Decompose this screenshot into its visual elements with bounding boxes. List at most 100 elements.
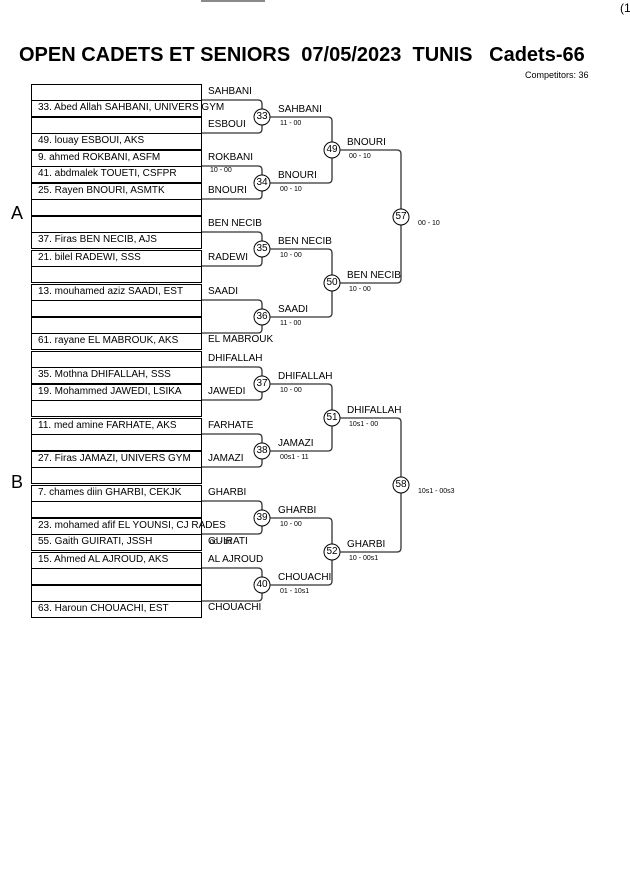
advance-label: ESBOUI	[208, 119, 246, 130]
match-34-winner: BNOURI	[278, 170, 317, 181]
advance-label: SAADI	[208, 286, 239, 297]
match-35-score: 10 - 00	[280, 252, 302, 259]
competitor-box: 7. chames diin GHARBI, CEKJK	[31, 485, 202, 518]
competitor-row[interactable]	[32, 85, 201, 101]
match-34-number: 34	[256, 177, 268, 188]
page-title: OPEN CADETS ET SENIORS 07/05/2023 TUNIS …	[19, 44, 585, 66]
match-51-score: 10s1 - 00	[349, 421, 379, 428]
match-58-score: 10s1 - 00s3	[418, 488, 455, 495]
competitor-row[interactable]: 11. med amine FARHATE, AKS	[32, 419, 201, 435]
match-34-score: 00 - 10	[280, 186, 302, 193]
match-49-number: 49	[326, 144, 338, 155]
competitor-row[interactable]: 49. louay ESBOUI, AKS	[32, 134, 201, 150]
match-36-winner: SAADI	[278, 304, 309, 315]
advance-label: RADEWI	[208, 252, 248, 263]
match-57-circle	[392, 208, 410, 226]
competitor-row[interactable]	[32, 352, 201, 368]
competitor-row[interactable]	[32, 200, 201, 216]
match-50-number: 50	[326, 277, 338, 288]
competitor-name: 37. Firas BEN NECIB, AJS	[38, 234, 157, 245]
match-36-number: 36	[256, 311, 268, 322]
match-33-score: 11 - 00	[280, 120, 302, 127]
competitor-row[interactable]: 35. Mothna DHIFALLAH, SSS	[32, 368, 201, 384]
match-33-winner: SAHBANI	[278, 104, 322, 115]
match-57-score: 00 - 10	[418, 220, 440, 227]
competitor-row[interactable]: 33. Abed Allah SAHBANI, UNIVERS GYM	[32, 101, 224, 117]
competitor-box: 15. Ahmed AL AJROUD, AKS	[31, 552, 202, 585]
competitor-name: 19. Mohammed JAWEDI, LSIKA	[38, 386, 182, 397]
advance-label: GHARBI	[208, 487, 247, 498]
competitor-row[interactable]: 55. Gaith GUIRATI, JSSH	[32, 535, 201, 551]
match-38-number: 38	[256, 445, 268, 456]
match-40-bracket	[202, 567, 263, 602]
competitor-row[interactable]	[32, 569, 201, 585]
competitor-row[interactable]	[32, 318, 201, 334]
competitor-row[interactable]	[32, 435, 201, 451]
advance-label: SAHBANI	[208, 86, 252, 97]
competitor-row[interactable]	[32, 468, 201, 484]
competitor-row[interactable]: 63. Haroun CHOUACHI, EST	[32, 602, 201, 618]
match-58-number: 58	[395, 479, 407, 490]
competitors-count: Competitors: 36	[525, 70, 589, 80]
competitor-name: 33. Abed Allah SAHBANI, UNIVERS GYM	[38, 102, 225, 113]
competitor-row[interactable]: 37. Firas BEN NECIB, AJS	[32, 233, 201, 249]
competitor-row[interactable]	[32, 401, 201, 417]
competitor-row[interactable]	[32, 586, 201, 602]
match-50-score: 10 - 00	[349, 286, 371, 293]
advance-label: FARHATE	[208, 420, 254, 431]
competitor-row[interactable]: 23. mohamed afif EL YOUNSI, CJ RADES	[32, 519, 226, 535]
competitor-row[interactable]	[32, 267, 201, 283]
match-40-score: 01 - 10s1	[280, 588, 310, 595]
competitor-row[interactable]	[32, 217, 201, 233]
match-40-winner: CHOUACHI	[278, 572, 332, 583]
match-52-score: 10 - 00s1	[349, 555, 379, 562]
match-51-winner: DHIFALLAH	[347, 405, 402, 416]
match-35-winner: BEN NECIB	[278, 236, 332, 247]
pool-label-a: A	[11, 203, 24, 223]
match-58-circle	[392, 476, 410, 494]
top-decor-bar	[201, 0, 265, 2]
competitor-name: 35. Mothna DHIFALLAH, SSS	[38, 369, 171, 380]
competitor-box: 63. Haroun CHOUACHI, EST	[31, 585, 202, 618]
competitor-name: 7. chames diin GHARBI, CEKJK	[38, 487, 182, 498]
advance-label: DHIFALLAH	[208, 353, 263, 364]
competitor-row[interactable]: 19. Mohammed JAWEDI, LSIKA	[32, 385, 201, 401]
match-36-score: 11 - 00	[280, 320, 302, 327]
match-40-number: 40	[256, 579, 268, 590]
match-57-number: 57	[395, 211, 407, 222]
advance-label: CHOUACHI	[208, 602, 262, 613]
competitor-name: 15. Ahmed AL AJROUD, AKS	[38, 554, 169, 565]
competitor-row[interactable]: 21. bilel RADEWI, SSS	[32, 251, 201, 267]
competitor-name: 21. bilel RADEWI, SSS	[38, 252, 141, 263]
competitor-row[interactable]: 25. Rayen BNOURI, ASMTK	[32, 184, 201, 200]
match-36-bracket	[202, 299, 263, 334]
competitor-row[interactable]: 13. mouhamed aziz SAADI, EST	[32, 285, 201, 301]
competitor-row[interactable]: 7. chames diin GHARBI, CEKJK	[32, 486, 201, 502]
competitor-box: 61. rayane EL MABROUK, AKS	[31, 317, 202, 350]
competitor-name: 41. abdmalek TOUETI, CSFPR	[38, 168, 177, 179]
match-57-bracket	[340, 149, 402, 284]
competitor-name: 49. louay ESBOUI, AKS	[38, 135, 145, 146]
competitor-name: 11. med amine FARHATE, AKS	[38, 420, 177, 431]
competitor-row[interactable]: 15. Ahmed AL AJROUD, AKS	[32, 553, 201, 569]
match-50-winner: BEN NECIB	[347, 270, 401, 281]
match-33-number: 33	[256, 111, 268, 122]
competitor-row[interactable]: 9. ahmed ROKBANI, ASFM	[32, 151, 201, 167]
match-39-number: 39	[256, 512, 268, 523]
competitor-row[interactable]	[32, 118, 201, 134]
match-49-score: 00 - 10	[349, 153, 371, 160]
match-38-winner: JAMAZI	[278, 438, 314, 449]
match-37-score: 10 - 00	[280, 387, 302, 394]
advance-label: BNOURI	[208, 185, 247, 196]
advance-label: GUIRATI	[208, 536, 248, 547]
competitor-row[interactable]: 27. Firas JAMAZI, UNIVERS GYM	[32, 452, 201, 468]
competitor-row[interactable]: 41. abdmalek TOUETI, CSFPR	[32, 167, 201, 183]
advance-label: JAWEDI	[208, 386, 246, 397]
match-52-winner: GHARBI	[347, 539, 386, 550]
competitor-row[interactable]	[32, 301, 201, 317]
competitor-row[interactable]	[32, 502, 201, 518]
competitor-row[interactable]: 61. rayane EL MABROUK, AKS	[32, 334, 201, 350]
